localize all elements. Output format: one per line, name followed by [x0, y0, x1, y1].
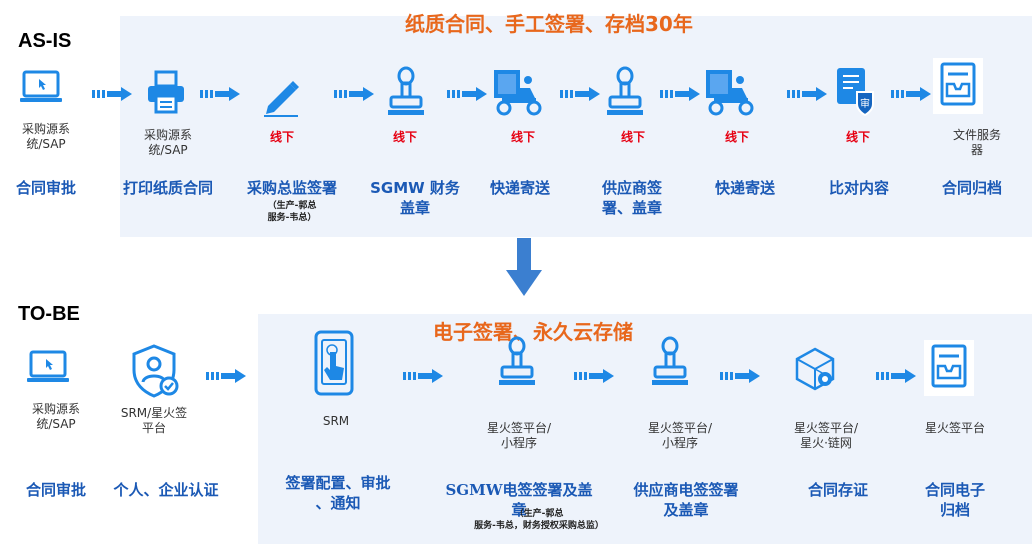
source-system-caption: 采购源系 统/SAP [31, 402, 81, 431]
flow-arrow [720, 369, 760, 383]
offline-tag: 线下 [724, 130, 750, 144]
flow-arrow [92, 87, 132, 101]
step-contract-evidence: 合同存证 [807, 481, 869, 499]
director-sign-note: （生产-郭总 服务-韦总） [267, 201, 317, 223]
source-system-caption: 采购源系 统/SAP [143, 128, 193, 157]
delivery-scooter-icon [706, 70, 754, 116]
laptop-icon [27, 350, 69, 382]
flow-arrow [787, 87, 827, 101]
file-server-icon [933, 58, 983, 114]
file-server-caption: 文件服务器 [952, 128, 1001, 157]
offline-tag: 线下 [620, 130, 646, 144]
pen-icon [264, 81, 299, 117]
step-supplier-sign: 供应商签 署、盖章 [601, 179, 663, 217]
step-electronic-archive: 合同电子 归档 [924, 481, 986, 519]
stamp-icon [652, 336, 688, 385]
step-compare-content: 比对内容 [828, 179, 890, 197]
platform-miniprogram-caption: 星火签平台/ 小程序 [647, 421, 713, 450]
step-contract-archive: 合同归档 [941, 179, 1003, 197]
srm-platform-caption: SRM/星火签 平台 [120, 406, 188, 435]
svg-text:审: 审 [860, 97, 870, 110]
verified-user-shield-icon [132, 344, 179, 398]
document-review-icon: 审 [837, 68, 874, 117]
offline-tag: 线下 [269, 130, 295, 144]
tobe-label: TO-BE [18, 303, 80, 325]
platform-caption: 星火签平台 [924, 421, 986, 435]
step-supplier-esign: 供应商电签签署 及盖章 [633, 481, 739, 519]
blockchain-cube-icon [795, 347, 835, 391]
tobe-panel [258, 314, 1032, 544]
step-express-delivery: 快递寄送 [489, 179, 551, 197]
tobe-banner: 电子签署、永久云存储 [433, 320, 633, 344]
step-identity-verification: 个人、企业认证 [113, 481, 219, 499]
flow-arrow [660, 87, 700, 101]
flow-arrow [403, 369, 443, 383]
offline-tag: 线下 [510, 130, 536, 144]
step-print-paper-contract: 打印纸质合同 [122, 179, 214, 197]
flow-arrow [206, 369, 246, 383]
step-contract-approval: 合同审批 [25, 481, 87, 499]
step-director-sign: 采购总监签署 [246, 179, 338, 197]
touch-screen-icon [314, 330, 354, 396]
delivery-scooter-icon [494, 70, 542, 116]
flow-arrow [891, 87, 931, 101]
step-sgmw-esign: SGMW电签签署及盖 章 [445, 481, 593, 519]
flow-arrow [200, 87, 240, 101]
asis-banner: 纸质合同、手工签署、存档30年 [405, 12, 693, 36]
offline-tag: 线下 [392, 130, 418, 144]
asis-label: AS-IS [18, 30, 72, 52]
flow-arrow [447, 87, 487, 101]
platform-chain-caption: 星火签平台/ 星火·链网 [793, 421, 859, 450]
step-signing-config: 签署配置、审批 、通知 [285, 474, 391, 512]
stamp-icon [499, 336, 535, 385]
flow-arrow [334, 87, 374, 101]
step-express-delivery: 快递寄送 [714, 179, 776, 197]
step-finance-stamp: SGMW 财务 盖章 [370, 179, 460, 217]
printer-icon [148, 70, 184, 114]
flow-arrow [876, 369, 916, 383]
source-system-caption: 采购源系 统/SAP [21, 122, 71, 151]
archive-document-icon [924, 340, 974, 396]
srm-caption: SRM [322, 414, 350, 428]
stamp-icon [607, 66, 643, 115]
stamp-icon [388, 66, 424, 115]
offline-tag: 线下 [845, 130, 871, 144]
platform-miniprogram-caption: 星火签平台/ 小程序 [486, 421, 552, 450]
transition-down-arrow [506, 238, 542, 296]
sgmw-esign-note: （生产-郭总 服务-韦总，财务授权采购总监） [474, 509, 604, 531]
laptop-icon [20, 70, 62, 102]
flow-arrow [560, 87, 600, 101]
step-contract-approval: 合同审批 [15, 179, 77, 197]
flow-arrow [574, 369, 614, 383]
asis-panel [120, 16, 1032, 237]
